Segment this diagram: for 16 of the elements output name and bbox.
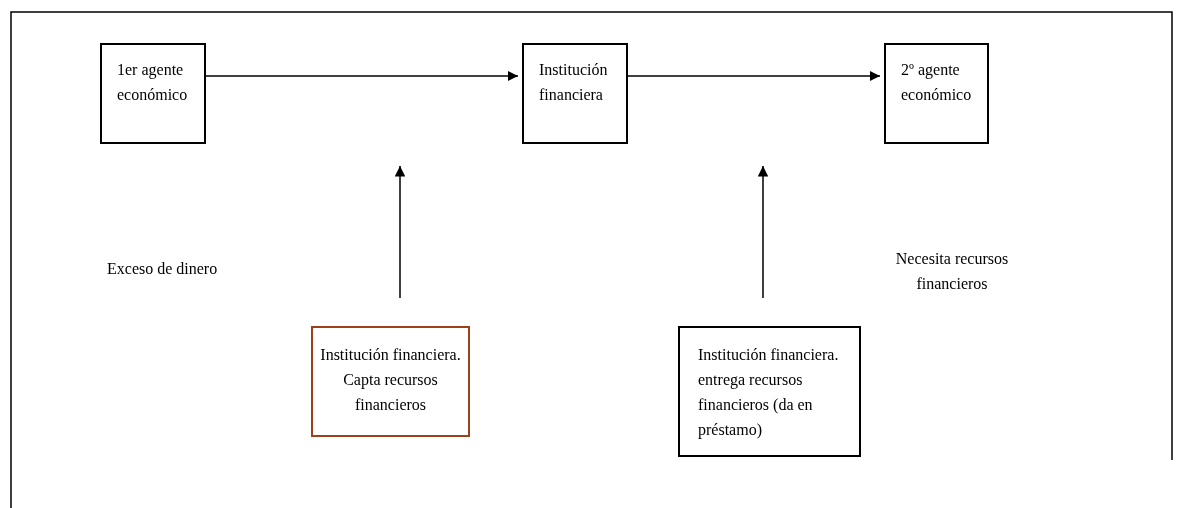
box-text: 2º agente económico [901,60,973,105]
box-text: Institución financiera. entrega recursos financieros (da en préstamo) [698,345,840,441]
note-text: Necesita recursos financieros [894,249,1010,294]
arrow [394,165,406,299]
process-box [522,43,628,144]
box-text: Institución financiera [539,60,609,105]
process-box [884,43,989,144]
arrow [627,70,881,82]
box-text: 1er agente económico [117,60,189,105]
process-box [100,43,206,144]
arrow [205,70,519,82]
note-text: Exceso de dinero [107,259,219,279]
arrow [757,165,769,299]
process-box [678,326,861,457]
box-text: Institución financiera. Capta recursos financieros [319,345,462,415]
process-box [311,326,470,437]
